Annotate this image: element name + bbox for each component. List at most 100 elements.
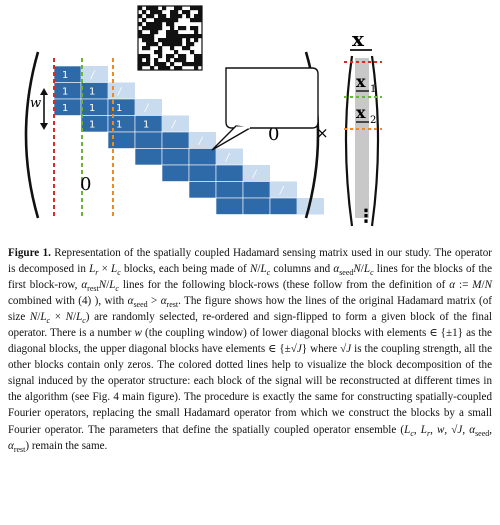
zero-lower-label: 0: [80, 174, 91, 195]
thumbnail-cell: [194, 58, 199, 63]
coupled-block-dark: [161, 164, 190, 182]
block-one-label: 1: [62, 103, 68, 114]
thumbnail-cell: [138, 30, 143, 35]
coupled-block-dark: [269, 197, 298, 215]
coupled-block-dark: [215, 164, 244, 182]
thumbnail-cell: [182, 46, 187, 51]
thumbnail-cell: [170, 10, 175, 15]
thumbnail-cell: [170, 46, 175, 51]
block-slash-label: /: [144, 103, 150, 114]
thumbnail-cell: [154, 26, 159, 31]
thumbnail-cell: [142, 26, 147, 31]
thumbnail-cell: [198, 14, 203, 19]
thumbnail-cell: [190, 42, 195, 47]
thumbnail-cell: [158, 62, 163, 67]
coupled-block-dark: [188, 148, 217, 166]
thumbnail-cell: [178, 54, 183, 59]
coupled-block-dark: [215, 197, 244, 215]
thumbnail-cell: [154, 18, 159, 23]
vertical-ellipsis: ⋮: [357, 206, 375, 227]
thumbnail-cell: [194, 6, 199, 11]
thumbnail-cell: [174, 34, 179, 39]
thumbnail-cell: [154, 42, 159, 47]
thumbnail-cell: [154, 6, 159, 11]
thumbnail-cell: [174, 6, 179, 11]
thumbnail-cell: [138, 66, 143, 71]
x2-subscript: 2: [370, 115, 376, 126]
w-label: w: [30, 96, 41, 111]
thumbnail-cell: [146, 6, 151, 11]
thumbnail-cell: [170, 38, 175, 43]
thumbnail-cell: [178, 6, 183, 11]
thumbnail-cell: [138, 34, 143, 39]
block-one-label: 1: [89, 120, 95, 131]
thumbnail-cell: [150, 6, 155, 11]
coupled-block-dark: [161, 131, 190, 149]
thumbnail-cell: [182, 26, 187, 31]
thumbnail-cell: [182, 54, 187, 59]
thumbnail-cell: [186, 14, 191, 19]
thumbnail-cell: [150, 34, 155, 39]
thumbnail-cell: [178, 26, 183, 31]
thumbnail-cell: [194, 30, 199, 35]
block-one-label: 1: [143, 120, 149, 131]
thumbnail-cell: [138, 14, 143, 19]
block-slash-label: /: [225, 153, 231, 164]
thumbnail-cell: [194, 14, 199, 19]
thumbnail-cell: [190, 26, 195, 31]
thumbnail-cell: [178, 34, 183, 39]
thumbnail-cell: [162, 6, 167, 11]
thumbnail-cell: [186, 10, 191, 15]
thumbnail-cell: [174, 14, 179, 19]
thumbnail-cell: [182, 10, 187, 15]
thumbnail-cell: [146, 38, 151, 43]
coupled-block-light: [216, 148, 243, 165]
thumbnail-cell: [162, 62, 167, 67]
coupled-block-dark: [134, 148, 163, 166]
x2-label: x: [356, 103, 366, 122]
thumbnail-cell: [162, 14, 167, 19]
coupled-block-dark: [188, 164, 217, 182]
block-slash-label: /: [117, 87, 123, 98]
callout-bubble: [225, 67, 319, 129]
w-arrow-head-up: [40, 88, 48, 95]
thumbnail-cell: [182, 62, 187, 67]
coupled-block-light: [270, 181, 297, 198]
thumbnail-cell: [190, 6, 195, 11]
coupled-block-light: [189, 132, 216, 149]
block-one-label: 1: [62, 70, 68, 81]
thumbnail-cell: [198, 34, 203, 39]
thumbnail-cell: [154, 30, 159, 35]
thumbnail-cell: [146, 54, 151, 59]
block-one-label: 1: [62, 87, 68, 98]
coupled-block-dark: [161, 148, 190, 166]
thumbnail-cell: [166, 30, 171, 35]
coupled-block-dark: [134, 131, 163, 149]
coupled-block-dark: [107, 131, 136, 149]
thumbnail-cell: [150, 14, 155, 19]
thumbnail-cell: [174, 42, 179, 47]
thumbnail-cell: [194, 26, 199, 31]
thumbnail-cell: [170, 30, 175, 35]
thumbnail-cell: [174, 38, 179, 43]
thumbnail-cell: [178, 42, 183, 47]
coupled-block-dark: [188, 181, 217, 199]
thumbnail-cell: [186, 62, 191, 67]
thumbnail-cell: [166, 42, 171, 47]
thumbnail-cell: [150, 66, 155, 71]
block-slash-label: /: [171, 120, 177, 131]
block-one-label: 1: [116, 120, 122, 131]
thumbnail-cell: [138, 62, 143, 67]
thumbnail-cell: [146, 46, 151, 51]
thumbnail-cell: [142, 62, 147, 67]
thumbnail-cell: [158, 10, 163, 15]
thumbnail-cell: [174, 30, 179, 35]
caption-label: Figure 1.: [8, 247, 51, 259]
thumbnail-cell: [158, 18, 163, 23]
thumbnail-cell: [146, 26, 151, 31]
thumbnail-cell: [146, 62, 151, 67]
block-slash-label: /: [198, 136, 204, 147]
